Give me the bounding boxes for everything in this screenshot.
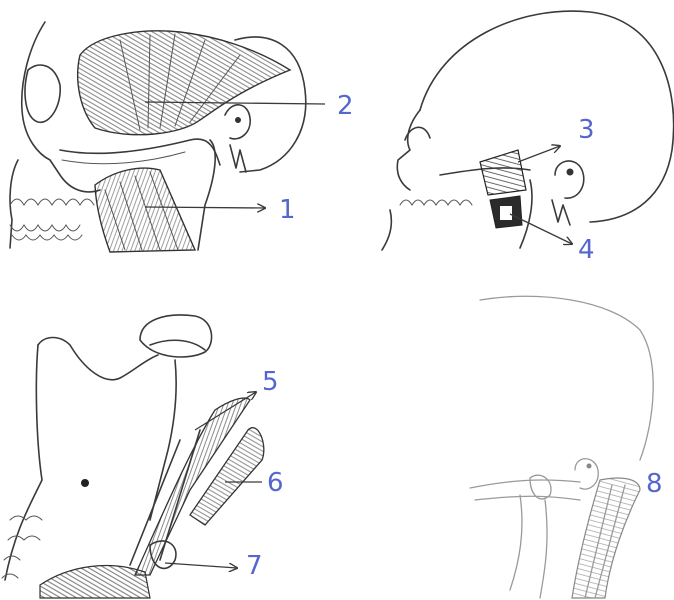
leader-7 (165, 563, 237, 568)
label-8: 8 (646, 469, 663, 499)
label-4: 4 (578, 235, 595, 265)
leader-3 (518, 146, 560, 162)
label-1: 1 (279, 195, 296, 225)
label-3: 3 (578, 115, 595, 145)
label-7: 7 (246, 551, 263, 581)
panel-top-right (382, 11, 674, 250)
label-6: 6 (267, 468, 284, 498)
lateral-pterygoid-muscle (480, 150, 526, 195)
sternocleidomastoid-muscle (572, 478, 640, 598)
teeth-upper (10, 199, 94, 240)
temporalis-muscle (78, 31, 290, 135)
leader-4 (510, 214, 572, 244)
label-2: 2 (337, 91, 354, 121)
masseter-muscle (95, 168, 195, 252)
panel-top-left (10, 22, 325, 252)
panel-bottom-right (470, 296, 653, 598)
label-5: 5 (262, 367, 279, 397)
panel-bottom-left (2, 315, 264, 598)
